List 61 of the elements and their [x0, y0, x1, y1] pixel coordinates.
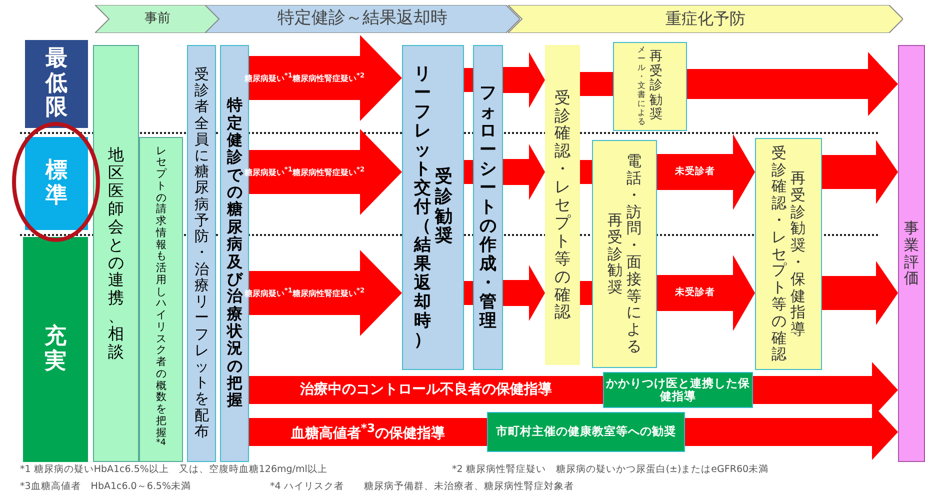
edge-label: 治療中のコントロール不良者の保健指導 [300, 382, 552, 398]
block-arrow [687, 52, 898, 116]
box-text: かかりつけ医と連携した保健指導 [605, 376, 751, 404]
phase-banner [95, 5, 220, 33]
level-box [23, 237, 88, 462]
edge-label: 糖尿病疑い$^{*1}$糖尿病性腎症疑い$^{*2}$ [244, 72, 365, 84]
box-text: フォローシートの作成・管理 [480, 84, 496, 332]
edge-label: 血糖高値者$^{*3}$の保健指導 [290, 422, 446, 442]
block-arrow [503, 52, 545, 108]
footnote: *2 糖尿病性腎症疑い 糖尿病の疑いかつ尿蛋白(±)またはeGFR60未満 [452, 463, 769, 476]
block-arrow [249, 250, 402, 336]
box-text: 再受診勧奨 [650, 50, 662, 123]
block-arrow [822, 261, 898, 325]
stage-box [93, 45, 139, 462]
box-text: 受診確認・レセプト等の確認 [772, 144, 786, 364]
box-text: リーフレット交付（結果返却時） [414, 64, 431, 350]
phase-label: 特定健診～結果返却時 [278, 9, 448, 29]
box-text: 受診者全員に糖尿病予防・治療リーフレットを配布 [194, 66, 209, 440]
box-text: 再受診勧奨・保健指導 [790, 170, 806, 338]
stage-box [487, 412, 685, 452]
box-text: 地区医師会との連携、相談 [108, 146, 124, 361]
footnote: *3血糖高値者 HbA1c6.0～6.5%未満 [20, 480, 191, 493]
box-text: 電話・訪問・面接等による [626, 153, 642, 355]
phase-banner [205, 5, 520, 33]
phase-banner [508, 5, 903, 33]
stage-box [473, 45, 503, 370]
edge-label: 糖尿病疑い$^{*1}$糖尿病性腎症疑い$^{*2}$ [244, 166, 365, 178]
phase-label: 事前 [144, 12, 170, 26]
stage-box [898, 45, 925, 462]
box-text: 標準 [46, 158, 68, 208]
box-text: 受診勧奨 [434, 168, 452, 247]
block-arrow [249, 129, 402, 215]
footnote: *4 ハイリスク者 糖尿病予備群、未治療者、糖尿病性腎症対象者 [270, 480, 574, 493]
box-text: メール・文書による [638, 46, 646, 127]
edge-label: 未受診者 [675, 288, 715, 298]
box-text: 最低限 [46, 47, 68, 121]
edge-label: 糖尿病疑い$^{*1}$糖尿病性腎症疑い$^{*2}$ [244, 287, 365, 299]
block-arrow [503, 144, 545, 200]
box-text: 市町村主催の健康教室等への勧奨 [496, 425, 676, 439]
block-arrow [657, 134, 755, 210]
level-box [25, 137, 88, 230]
level-box [25, 40, 88, 128]
stage-box [139, 137, 183, 462]
block-arrow [249, 35, 402, 121]
stage-box [592, 140, 657, 368]
box-text: 受診確認・レセプト等の確認 [554, 88, 570, 322]
stage-box [613, 42, 687, 131]
block-arrow [822, 140, 898, 204]
stage-box [545, 45, 580, 365]
stage-box [755, 138, 822, 370]
box-text: 事業評価 [904, 220, 919, 288]
block-arrow [657, 255, 755, 331]
stage-box [187, 45, 216, 462]
block-arrow [503, 265, 545, 321]
edge-label: 未受診者 [675, 166, 715, 178]
box-text: 再受診勧奨 [608, 212, 622, 296]
box-text: 充実 [44, 324, 66, 374]
box-text: 特定健診での糖尿病及び治療状況の把握 [226, 97, 242, 410]
phase-label: 重症化予防 [666, 10, 746, 28]
stage-box [402, 45, 464, 370]
footnote: *1 糖尿病の疑いHbA1c6.5%以上 又は、空腹時血糖126mg/ml以上 [20, 463, 328, 476]
